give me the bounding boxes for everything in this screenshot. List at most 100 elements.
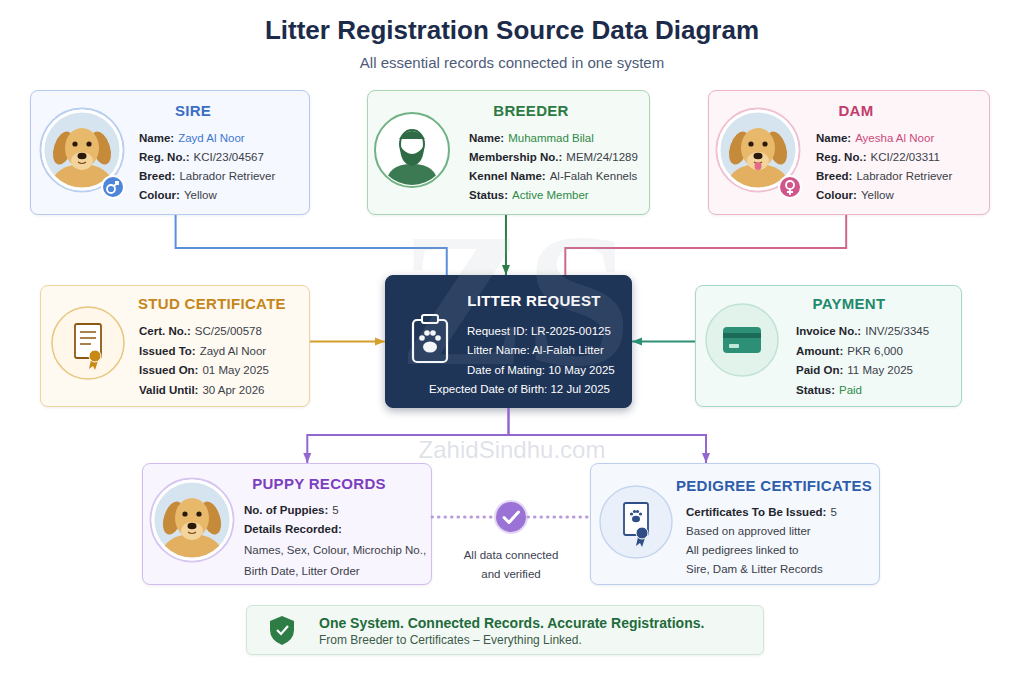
pedigree-icon (633, 510, 636, 513)
certificate-icon (75, 324, 101, 358)
pedigree-icon (632, 516, 640, 522)
card-icon (729, 344, 739, 348)
field-row: All data connected and verified (459, 545, 564, 583)
breeder-icon (386, 164, 438, 186)
connector-line (509, 408, 707, 463)
dam-card: DAMName:Ayesha Al NoorReg. No.:KCI/22/03… (708, 90, 990, 215)
connector-line (176, 215, 447, 275)
field-row: Sire, Dam & Litter Records (686, 561, 823, 577)
field-value: Muhammad Bilal (508, 130, 594, 146)
breeder-icon (386, 130, 438, 186)
breeder-card: BREEDERName:Muhammad BilalMembership No.… (367, 90, 650, 215)
payment-card: PAYMENTInvoice No.:INV/25/3345Amount:PKR… (695, 285, 962, 407)
field-value: Labrador Retriever (856, 168, 952, 184)
field-row: Expected Date of Birth: 12 Jul 2025 (429, 381, 610, 397)
female-badge (779, 176, 801, 198)
card-heading: PEDIGREE CERTIFICATES (654, 477, 894, 495)
male-badge (114, 182, 118, 186)
dotted-connector (528, 516, 590, 519)
connector-line (632, 341, 695, 343)
field-value: All data connected and verified (464, 549, 559, 580)
field-value: INV/25/3345 (865, 323, 929, 339)
field-label: Membership No.: (469, 149, 562, 165)
field-row: Reg. No.:KCI/23/04567 (139, 149, 264, 165)
clipboard-icon (413, 320, 447, 362)
breeder-icon (375, 113, 449, 187)
card-icon (723, 333, 761, 338)
field-label: Paid On: (796, 362, 843, 378)
card-icon (706, 304, 778, 376)
field-row: Breed:Labrador Retriever (816, 168, 952, 184)
field-label: Reg. No.: (139, 149, 189, 165)
subtitle: All essential records connected in one s… (360, 54, 664, 71)
field-label: Status: (469, 187, 508, 203)
field-label: Colour: (139, 187, 180, 203)
verified-check-circle: All data connected and verified (494, 500, 528, 534)
female-badge (779, 176, 801, 198)
summary-banner: One System. Connected Records. Accurate … (246, 605, 764, 655)
shield-icon (270, 616, 294, 645)
card-icon (706, 304, 778, 376)
dam-photo (717, 109, 800, 192)
field-row: Request ID: LR-2025-00125 (467, 323, 611, 339)
puppy-photo (153, 481, 231, 574)
field-label: Details Recorded: (244, 521, 342, 537)
field-row: Certificates To Be Issued:5 (686, 504, 837, 520)
field-label: Valid Until: (139, 382, 198, 398)
certificate-icon (80, 332, 96, 344)
sire-photo (41, 109, 124, 192)
field-value: SC/25/00578 (195, 323, 262, 339)
check-circle (495, 501, 527, 533)
connector-line (307, 408, 508, 463)
field-value: Paid (839, 382, 862, 398)
male-badge (102, 176, 124, 198)
clipboard-icon (419, 335, 425, 341)
field-row: Issued To:Zayd Al Noor (139, 343, 266, 359)
field-value: All pedigrees linked to (686, 542, 799, 558)
stud-certificate-card: STUD CERTIFICATECert. No.:SC/25/00578Iss… (40, 285, 310, 407)
field-value: Active Member (512, 187, 589, 203)
pedigree-icon (624, 503, 648, 535)
field-value: 11 May 2025 (847, 362, 913, 378)
clipboard-icon (423, 342, 437, 353)
field-label: Issued To: (139, 343, 196, 359)
clipboard-icon (430, 330, 436, 336)
dam-photo (755, 162, 762, 170)
field-row: Membership No.:MEM/24/1289 (469, 149, 638, 165)
field-row: Colour:Yellow (139, 187, 217, 203)
dotted-connector (432, 516, 494, 519)
field-row: One System. Connected Records. Accurate … (319, 614, 704, 632)
field-value: 5 (830, 504, 836, 520)
breeder-icon (400, 146, 424, 166)
field-value: Date of Mating: 10 May 2025 (467, 362, 615, 378)
field-row: Name:Muhammad Bilal (469, 130, 594, 146)
field-value: KCI/22/03311 (870, 149, 939, 165)
field-row: No. of Puppies:5 (244, 502, 339, 518)
field-row: Amount:PKR 6,000 (796, 343, 903, 359)
pedigree-icon (636, 537, 645, 547)
field-label: Invoice No.: (796, 323, 861, 339)
clipboard-icon (435, 335, 441, 341)
puppy-records-card: PUPPY RECORDSNo. of Puppies:5Details Rec… (142, 463, 432, 585)
card-heading: DAM (736, 102, 976, 120)
field-label: Colour: (816, 187, 857, 203)
connector-line (565, 215, 846, 275)
breeder-icon (400, 130, 424, 158)
watermark-text: ZahidSindhu.com (419, 436, 606, 464)
dam-photo (717, 109, 800, 205)
field-value: PKR 6,000 (847, 343, 903, 359)
field-value: Yellow (861, 187, 894, 203)
field-label: Reg. No.: (816, 149, 866, 165)
card-heading: SIRE (73, 102, 313, 120)
card-heading: STUD CERTIFICATE (92, 295, 332, 313)
pedigree-icon (636, 510, 639, 513)
field-value: Zayd Al Noor (178, 130, 244, 146)
field-row: Litter Name: Al-Falah Litter (467, 342, 604, 358)
certificate-icon (89, 350, 101, 362)
sire-photo (41, 109, 124, 205)
litter-request-box: LITTER REQUESTRequest ID: LR-2025-00125L… (385, 275, 632, 408)
field-label: Kennel Name: (469, 168, 546, 184)
field-label: Cert. No.: (139, 323, 191, 339)
